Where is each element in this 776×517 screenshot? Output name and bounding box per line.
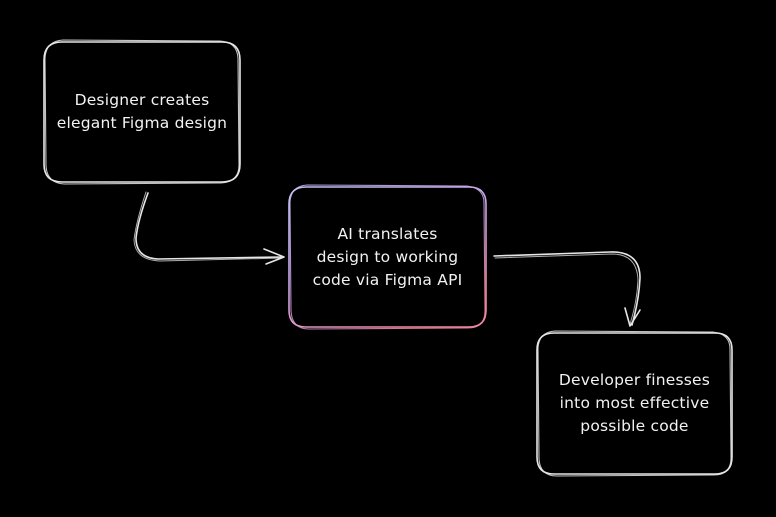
node-developer-label: Developer finesses into most effective p…	[558, 371, 711, 435]
arrowhead-down-icon	[624, 307, 641, 327]
arrowhead-right-icon	[263, 248, 285, 265]
node-ai-box[interactable]	[288, 184, 487, 330]
edge-ai-to-developer	[493, 251, 641, 327]
node-designer-box[interactable]	[43, 39, 241, 185]
edge-designer-to-ai	[133, 191, 285, 265]
node-developer-box[interactable]	[536, 330, 733, 477]
node-ai-label: AI translates design to working code via…	[312, 224, 463, 289]
node-designer-label: Designer creates elegant Figma design	[56, 91, 228, 132]
